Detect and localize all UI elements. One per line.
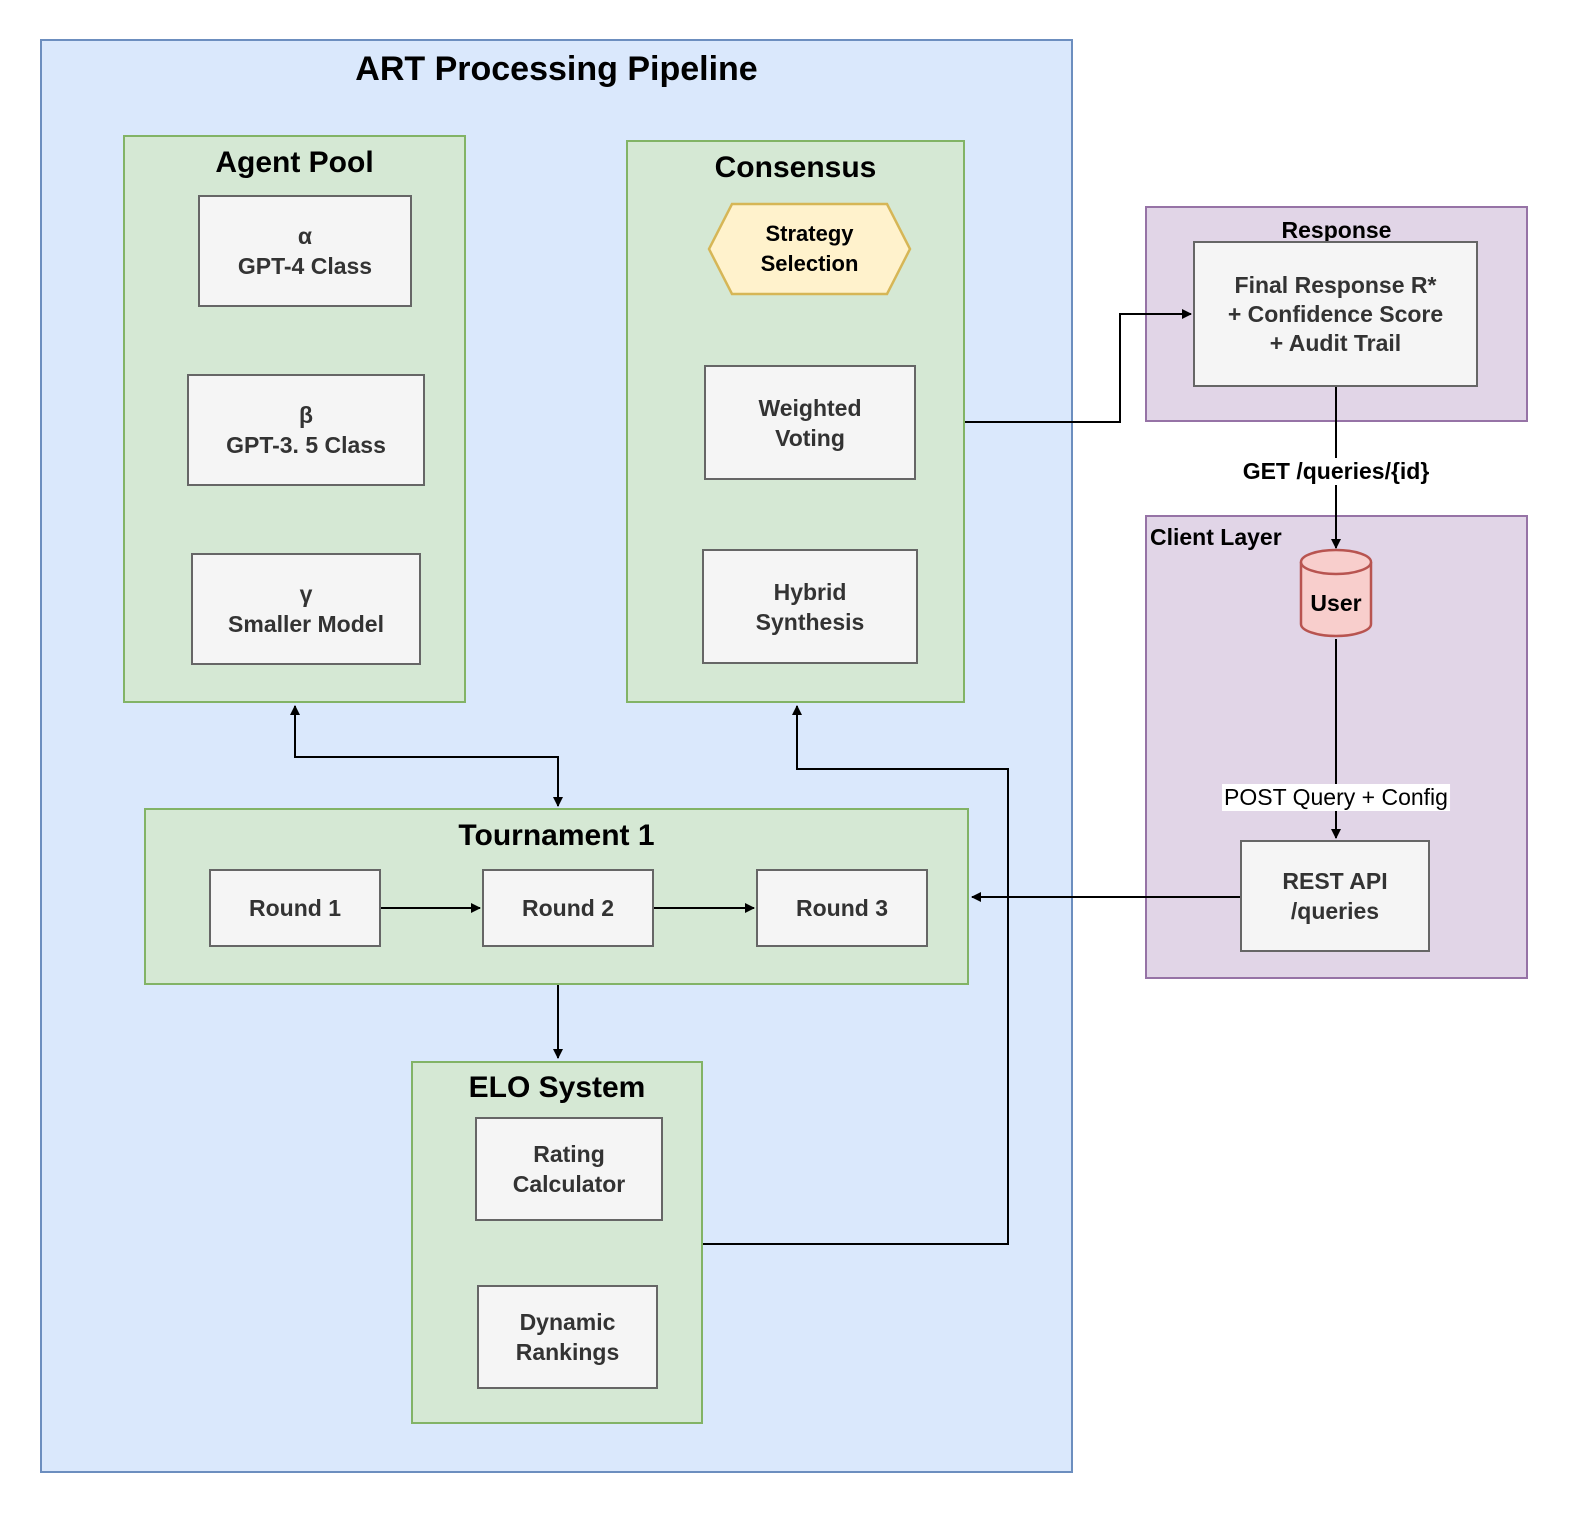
tournament-title: Tournament 1 <box>458 819 655 852</box>
round-1-node[interactable]: Round 1 <box>209 869 381 947</box>
pipeline-title: ART Processing Pipeline <box>355 50 758 88</box>
hybrid-synthesis-node[interactable]: Hybrid Synthesis <box>702 549 918 664</box>
client-layer-title: Client Layer <box>1150 524 1282 550</box>
post-query-label: POST Query + Config <box>1222 784 1450 811</box>
strategy-selection-label: Strategy Selection <box>760 221 859 276</box>
rating-calculator-node[interactable]: Rating Calculator <box>475 1117 663 1221</box>
user-label: User <box>1310 590 1362 616</box>
agent-gamma-node[interactable]: γ Smaller Model <box>191 553 421 665</box>
agent-alpha-node[interactable]: α GPT-4 Class <box>198 195 412 307</box>
rest-api-node[interactable]: REST API /queries <box>1240 840 1430 952</box>
elo-system-title: ELO System <box>468 1071 646 1104</box>
response-title: Response <box>1281 217 1392 243</box>
agent-pool-title: Agent Pool <box>215 146 374 179</box>
get-queries-label: GET /queries/{id} <box>1240 458 1432 485</box>
round-3-node[interactable]: Round 3 <box>756 869 928 947</box>
consensus-title: Consensus <box>714 151 877 184</box>
agent-beta-node[interactable]: β GPT-3. 5 Class <box>187 374 425 486</box>
dynamic-rankings-node[interactable]: Dynamic Rankings <box>477 1285 658 1389</box>
final-response-node[interactable]: Final Response R* + Confidence Score + A… <box>1193 241 1478 387</box>
weighted-voting-node[interactable]: Weighted Voting <box>704 365 916 480</box>
strategy-selection-hexagon[interactable] <box>707 202 912 296</box>
round-2-node[interactable]: Round 2 <box>482 869 654 947</box>
user-database-icon[interactable] <box>1297 547 1375 639</box>
